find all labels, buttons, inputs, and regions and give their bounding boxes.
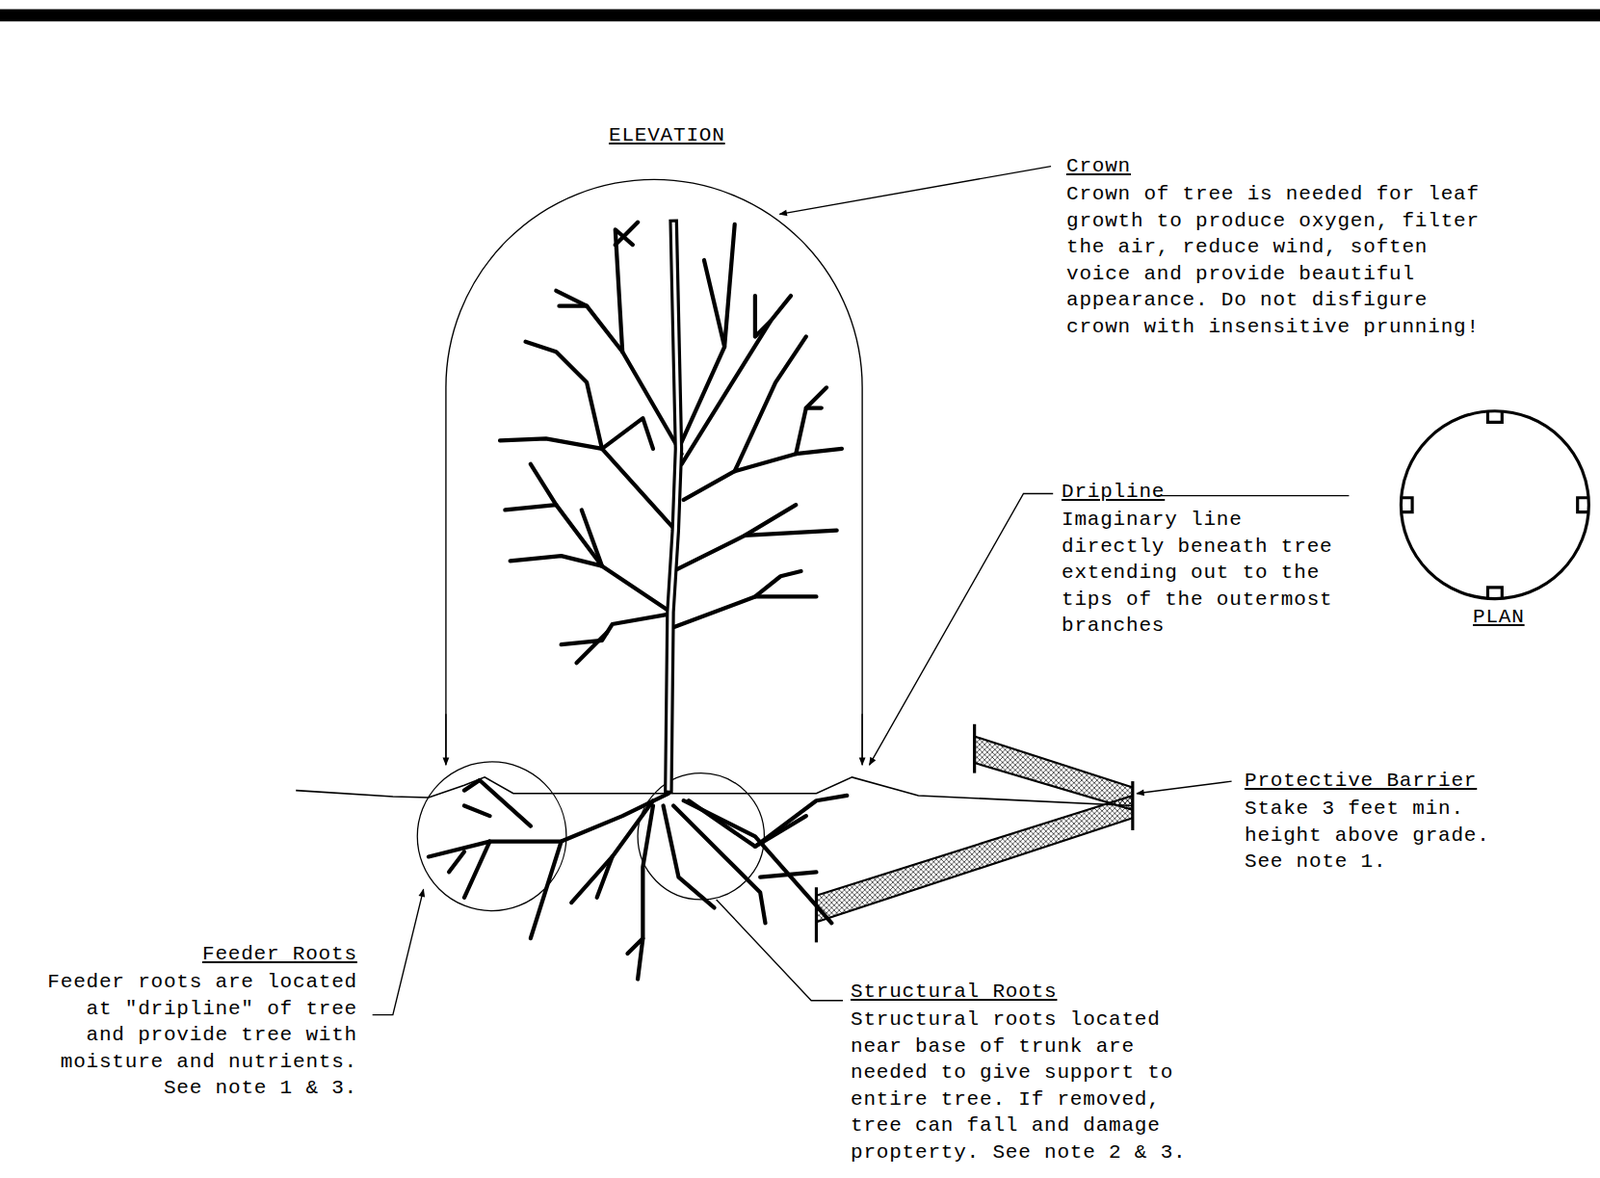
callout-heading: Crown [1066,153,1131,181]
ground-line [295,777,1133,807]
trunk [668,219,680,794]
protective-barrier [815,724,1132,944]
callout-note: Stake 3 feet min. height above grade. Se… [1244,795,1501,876]
view-title: PLAN [1472,603,1525,631]
tree [428,222,847,980]
callout-heading: Protective Barrier [1244,767,1477,795]
callout-heading: Structural Roots [850,978,1057,1006]
callout-note: Imaginary line directly beneath tree ext… [1061,506,1353,640]
plan-symbol [1400,411,1589,600]
top-bar [0,9,1600,23]
callout-heading: Feeder Roots [202,941,358,969]
callout-note: Crown of tree is needed for leaf growth … [1066,181,1491,341]
structural-root-zone [637,773,764,900]
crown-outline [445,179,863,763]
callout-note: Feeder roots are located at "dripline" o… [39,969,358,1102]
feeder-root-zone [417,761,567,912]
callout-heading: Dripline [1061,478,1165,506]
callout-note: Structural roots located near base of tr… [850,1006,1194,1166]
view-title: ELEVATION [608,122,726,150]
